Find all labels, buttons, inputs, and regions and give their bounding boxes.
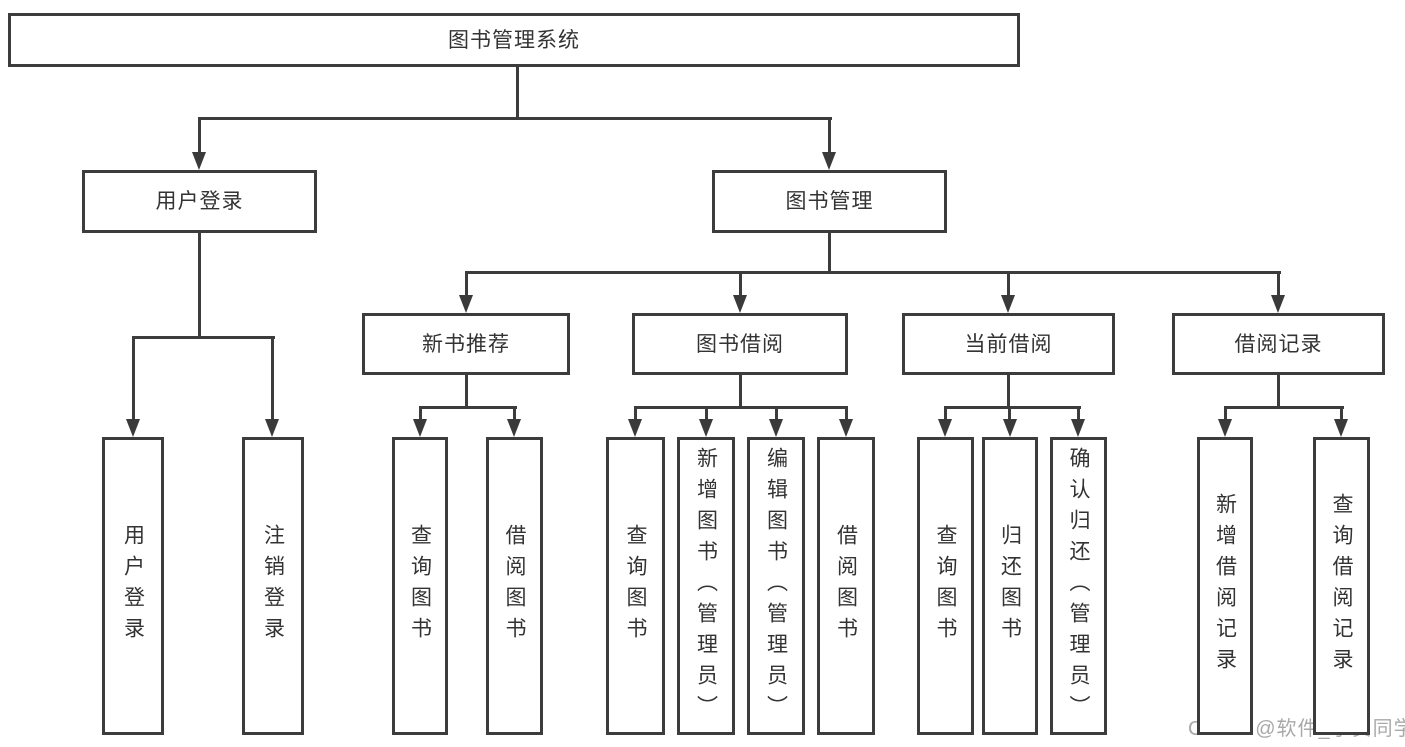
node-cb-confirm-return: 确认归还（管理员） (1050, 437, 1107, 735)
connector-line (1224, 406, 1227, 420)
node-cb-return-books: 归还图书 (982, 437, 1038, 735)
arrowhead-icon (1334, 419, 1348, 437)
node-leaf-user-login: 用户登录 (102, 437, 164, 735)
node-br-query-record: 查询借阅记录 (1313, 437, 1370, 735)
connector-line (198, 233, 201, 337)
arrowhead-icon (1071, 419, 1085, 437)
connector-line (739, 271, 742, 296)
connector-line (132, 336, 275, 339)
node-bb-edit-books: 编辑图书（管理员） (747, 437, 805, 735)
arrowhead-icon (822, 152, 836, 170)
node-bb-query-books: 查询图书 (606, 437, 665, 735)
node-user-login: 用户登录 (82, 170, 317, 233)
arrowhead-icon (733, 295, 747, 313)
arrowhead-icon (459, 295, 473, 313)
arrowhead-icon (265, 419, 279, 437)
connector-line (465, 271, 1281, 274)
node-current-borrow: 当前借阅 (902, 313, 1115, 375)
connector-line (845, 406, 848, 420)
arrowhead-icon (1218, 419, 1232, 437)
connector-line (198, 117, 201, 153)
connector-line (944, 406, 947, 420)
node-bb-add-books: 新增图书（管理员） (677, 437, 735, 735)
node-br-add-record: 新增借阅记录 (1197, 437, 1253, 735)
arrowhead-icon (769, 419, 783, 437)
node-book-borrow: 图书借阅 (632, 313, 848, 375)
connector-line (465, 375, 468, 407)
connector-line (271, 336, 274, 420)
connector-line (516, 67, 519, 119)
connector-line (944, 406, 1081, 409)
node-bb-borrow-books: 借阅图书 (817, 437, 875, 735)
node-new-book-rec: 新书推荐 (362, 313, 570, 375)
node-book-mgmt: 图书管理 (712, 170, 947, 233)
arrowhead-icon (413, 419, 427, 437)
connector-line (132, 336, 135, 420)
arrowhead-icon (839, 419, 853, 437)
arrowhead-icon (1003, 419, 1017, 437)
arrowhead-icon (192, 152, 206, 170)
connector-line (513, 406, 516, 420)
connector-line (198, 117, 832, 120)
connector-line (739, 375, 742, 407)
connector-line (419, 406, 422, 420)
arrowhead-icon (628, 419, 642, 437)
node-borrow-records: 借阅记录 (1172, 313, 1385, 375)
arrowhead-icon (507, 419, 521, 437)
connector-line (1007, 271, 1010, 296)
connector-line (634, 406, 637, 420)
arrowhead-icon (126, 419, 140, 437)
connector-line (1007, 375, 1010, 407)
connector-line (419, 406, 517, 409)
connector-line (1008, 406, 1011, 420)
node-rec-query-books: 查询图书 (392, 437, 448, 735)
node-leaf-logout: 注销登录 (242, 437, 304, 735)
arrowhead-icon (938, 419, 952, 437)
arrowhead-icon (699, 419, 713, 437)
connector-line (828, 117, 831, 153)
connector-line (1277, 375, 1280, 407)
connector-line (828, 233, 831, 272)
connector-line (1340, 406, 1343, 420)
connector-line (465, 271, 468, 296)
arrowhead-icon (1001, 295, 1015, 313)
connector-line (634, 406, 848, 409)
connector-line (775, 406, 778, 420)
node-rec-borrow-books: 借阅图书 (486, 437, 543, 735)
node-root: 图书管理系统 (8, 13, 1020, 67)
connector-line (705, 406, 708, 420)
connector-line (1277, 271, 1280, 296)
connector-line (1224, 406, 1344, 409)
node-cb-query-books: 查询图书 (917, 437, 974, 735)
connector-line (1077, 406, 1080, 420)
arrowhead-icon (1271, 295, 1285, 313)
